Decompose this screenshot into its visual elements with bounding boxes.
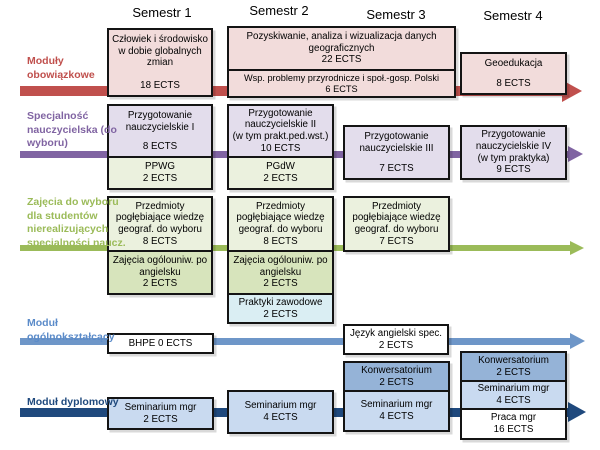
course-title: Konwersatorium — [361, 364, 432, 376]
box-nauczycielska-s1-main: Przygotowanie nauczycielskie I 8 ECTS — [107, 104, 213, 158]
box-nauczycielska-s2: Przygotowanie nauczycielskie II (w tym p… — [227, 104, 334, 190]
course-title: Seminarium mgr — [124, 401, 197, 413]
course-ects: 6 ECTS — [325, 83, 358, 94]
course-title: Seminarium mgr — [477, 383, 550, 395]
box-dyplomowy-s4: Konwersatorium 2 ECTS Seminarium mgr 4 E… — [460, 351, 567, 440]
course-ects: 2 ECTS — [263, 308, 298, 320]
course-title: Przedmioty pogłębiające wiedzę geograf. … — [236, 200, 325, 235]
box-ogolnoksztalcacy-s3: Język angielski spec. 2 ECTS — [343, 324, 449, 355]
course-ects: 4 ECTS — [496, 395, 531, 406]
course-ects: 8 ECTS — [142, 141, 178, 153]
course-title: Przedmioty pogłębiające wiedzę geograf. … — [115, 200, 205, 235]
box-wyboru-s2-sub: Zajęcia ogólouniw. po angielsku 2 ECTS — [227, 250, 334, 295]
course-title: Wsp. problemy przyrodnicze i społ.-gosp.… — [243, 72, 440, 83]
course-title: BHPE 0 ECTS — [128, 337, 193, 349]
course-ects: 9 ECTS — [496, 164, 531, 176]
course-ects: 2 ECTS — [143, 413, 178, 425]
course-title: Konwersatorium — [478, 354, 549, 366]
label-modul-ogolnoksztalcacy: Moduł ogólnokształcący — [27, 317, 115, 343]
course-ects: 2 ECTS — [378, 339, 414, 351]
box-wyboru-s1: Przedmioty pogłębiające wiedzę geograf. … — [107, 196, 213, 295]
course-title: Geoedukacja — [484, 58, 543, 69]
course-title: Przedmioty pogłębiające wiedzę geograf. … — [352, 200, 441, 235]
label-modul-dyplomowy: Moduł dyplomowy — [27, 396, 119, 408]
course-ects: 22 ECTS — [321, 54, 362, 66]
box-obowiazkowe-s4: Geoedukacja 8 ECTS — [460, 52, 567, 95]
box-obowiazkowe-s23: Pozyskiwanie, analiza i wizualizacja dan… — [227, 26, 456, 98]
box-nauczycielska-s3: Przygotowanie nauczycielskie III 7 ECTS — [343, 125, 450, 180]
box-nauczycielska-s1: Przygotowanie nauczycielskie I 8 ECTS PP… — [107, 104, 213, 190]
course-ects: 2 ECTS — [496, 366, 531, 378]
course-title: Zajęcia ogólouniw. po angielsku — [112, 255, 208, 278]
header-semestr-4: Semestr 4 — [483, 8, 543, 23]
course-title: Seminarium mgr — [244, 400, 317, 412]
course-ects: 2 ECTS — [263, 173, 298, 184]
header-semestr-2: Semestr 2 — [249, 3, 309, 18]
header-semestr-3: Semestr 3 — [366, 7, 426, 22]
course-title: Człowiek i środowisko w dobie globalnych… — [112, 34, 208, 69]
course-title: Pozyskiwanie, analiza i wizualizacja dan… — [246, 31, 437, 54]
header-semestr-1: Semestr 1 — [132, 5, 192, 20]
box-nauczycielska-s4: Przygotowanie nauczycielskie IV (w tym p… — [460, 125, 567, 180]
box-wyboru-s1-sub: Zajęcia ogólouniw. po angielsku 2 ECTS — [107, 250, 213, 295]
course-subtitle: (w tym praktyka) — [477, 152, 550, 164]
box-dyplomowy-s3: Konwersatorium 2 ECTS Seminarium mgr 4 E… — [343, 361, 450, 432]
box-dyplomowy-s3-seminarium: Seminarium mgr 4 ECTS — [343, 390, 450, 432]
arrow-ogolnoksztalcacy-head — [570, 333, 585, 349]
box-wyboru-s2: Przedmioty pogłębiające wiedzę geograf. … — [227, 196, 334, 324]
course-title: Przygotowanie nauczycielskie II — [244, 107, 317, 131]
arrow-wyboru-head — [570, 241, 584, 255]
course-title: Przygotowanie nauczycielskie I — [125, 110, 195, 133]
course-ects: 2 ECTS — [263, 278, 298, 290]
course-title: Język angielski spec. — [349, 327, 443, 339]
arrow-dyplomowy-head — [568, 402, 586, 422]
box-dyplomowy-s3-konwersatorium: Konwersatorium 2 ECTS — [343, 361, 450, 392]
course-ects: 2 ECTS — [379, 376, 414, 388]
label-zajecia-do-wyboru: Zajęcia do wyboru dla studentów niereali… — [27, 196, 126, 249]
box-dyplomowy-s4-praca: Praca mgr 16 ECTS — [460, 408, 567, 440]
course-ects: 4 ECTS — [263, 412, 298, 423]
course-ects: 8 ECTS — [496, 78, 531, 90]
arrow-obowiazkowe-head — [562, 80, 582, 102]
course-ects: 7 ECTS — [379, 235, 414, 247]
course-ects: 2 ECTS — [142, 278, 178, 290]
course-title: Seminarium mgr — [360, 399, 433, 411]
course-title: Przygotowanie nauczycielskie IV — [475, 129, 552, 152]
box-wyboru-s2-top: Przedmioty pogłębiające wiedzę geograf. … — [227, 196, 334, 252]
box-dyplomowy-s1: Seminarium mgr 2 ECTS — [107, 397, 214, 430]
box-dyplomowy-s4-konwersatorium: Konwersatorium 2 ECTS — [460, 351, 567, 382]
arrow-ogolnoksztalcacy-line — [20, 338, 570, 345]
box-wyboru-s2-praktyki: Praktyki zawodowe 2 ECTS — [227, 293, 334, 324]
course-title: Zajęcia ogólouniw. po angielsku — [233, 255, 328, 278]
course-ects: 2 ECTS — [142, 173, 178, 184]
course-ects: 8 ECTS — [263, 235, 298, 247]
course-subtitle: (w tym prakt.ped.wst.) — [232, 131, 329, 142]
course-ects: 10 ECTS — [260, 142, 301, 154]
arrow-nauczycielska-head — [568, 146, 583, 162]
box-obowiazkowe-s1: Człowiek i środowisko w dobie globalnych… — [107, 28, 213, 97]
course-title: PPWG — [145, 161, 175, 173]
course-ects: 18 ECTS — [140, 80, 180, 92]
course-ects: 16 ECTS — [493, 424, 534, 435]
box-nauczycielska-s2-sub: PGdW 2 ECTS — [227, 156, 334, 190]
course-title: Praktyki zawodowe — [238, 296, 323, 308]
label-moduly-obowiazkowe: Moduły obowiązkowe — [27, 55, 95, 81]
box-nauczycielska-s2-main: Przygotowanie nauczycielskie II (w tym p… — [227, 104, 334, 158]
box-wyboru-s1-top: Przedmioty pogłębiające wiedzę geograf. … — [107, 196, 213, 252]
box-obowiazkowe-s23-bottom: Wsp. problemy przyrodnicze i społ.-gosp.… — [227, 69, 456, 98]
box-nauczycielska-s1-sub: PPWG 2 ECTS — [107, 156, 213, 190]
box-dyplomowy-s4-seminarium: Seminarium mgr 4 ECTS — [460, 380, 567, 410]
course-title: PGdW — [266, 161, 295, 173]
label-specjalnosc-nauczycielska: Specjalność nauczycielska (do wyboru) — [27, 110, 117, 150]
course-title: Praca mgr — [490, 412, 537, 424]
course-ects: 8 ECTS — [142, 235, 178, 247]
course-ects: 7 ECTS — [379, 163, 414, 175]
box-ogolnoksztalcacy-s1: BHPE 0 ECTS — [107, 333, 214, 354]
box-dyplomowy-s2: Seminarium mgr 4 ECTS — [227, 390, 334, 434]
course-title: Przygotowanie nauczycielskie III — [359, 131, 434, 154]
box-wyboru-s3: Przedmioty pogłębiające wiedzę geograf. … — [343, 196, 450, 252]
course-ects: 4 ECTS — [379, 411, 414, 422]
box-obowiazkowe-s23-top: Pozyskiwanie, analiza i wizualizacja dan… — [227, 26, 456, 71]
